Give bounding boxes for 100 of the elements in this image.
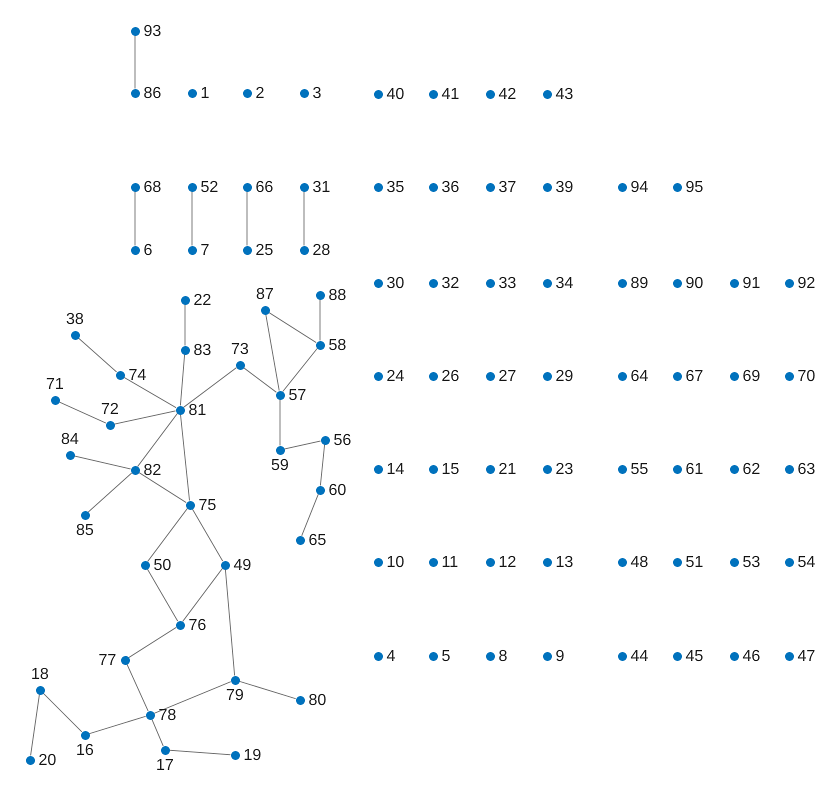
node-label: 48 — [630, 554, 648, 572]
node-dot-icon — [486, 90, 494, 98]
node-label: 31 — [312, 179, 330, 197]
edge-line — [88, 472, 132, 512]
node-dot-icon — [296, 696, 304, 704]
node-label: 79 — [226, 686, 244, 704]
node-dot-icon — [672, 278, 682, 288]
node-label: 33 — [498, 275, 516, 293]
node-label: 35 — [386, 179, 404, 197]
node-label: 9 — [556, 648, 564, 666]
node-dot-icon — [176, 406, 184, 414]
node-dot-icon — [296, 536, 304, 544]
node-dot-icon — [486, 652, 494, 660]
edge-line — [154, 681, 232, 714]
node-dot-icon — [672, 372, 682, 380]
node-dot-icon — [672, 464, 682, 474]
edge-line — [138, 472, 187, 504]
node-label: 42 — [498, 86, 516, 104]
node-dot-icon — [784, 372, 794, 380]
node-dot-icon — [730, 652, 738, 660]
node-dot-icon — [36, 686, 44, 694]
node-label: 4 — [386, 648, 396, 666]
edge-line — [123, 376, 177, 408]
node-dot-icon — [186, 500, 194, 510]
node-dot-icon — [486, 372, 494, 380]
node-dot-icon — [300, 182, 308, 192]
node-dot-icon — [70, 330, 80, 340]
node-label: 18 — [31, 666, 49, 684]
node-dot-icon — [220, 560, 230, 570]
node-dot-icon — [316, 290, 324, 300]
node-dot-icon — [784, 464, 794, 474]
edge-line — [238, 680, 296, 700]
node-dot-icon — [130, 466, 140, 474]
node-label: 52 — [200, 179, 218, 197]
node-label: 28 — [312, 242, 330, 260]
node-dot-icon — [374, 558, 382, 566]
node-label: 66 — [256, 179, 274, 197]
edge-line — [58, 401, 106, 424]
node-label: 2 — [256, 85, 264, 103]
node-dot-icon — [80, 510, 90, 520]
node-label: 7 — [200, 242, 210, 260]
edge-line — [128, 626, 177, 658]
node-dot-icon — [66, 450, 74, 460]
node-dot-icon — [730, 558, 738, 566]
node-dot-icon — [230, 750, 240, 760]
node-label: 12 — [498, 554, 516, 572]
node-dot-icon — [542, 278, 552, 288]
node-label: 85 — [76, 522, 94, 540]
node-dot-icon — [188, 88, 196, 98]
node-dot-icon — [618, 182, 626, 192]
edge-line — [243, 367, 277, 393]
node-label: 78 — [158, 707, 176, 725]
node-label: 22 — [194, 292, 212, 310]
edge-line — [320, 444, 326, 486]
node-label: 10 — [386, 554, 404, 572]
node-label: 39 — [556, 179, 574, 197]
node-dot-icon — [542, 90, 552, 98]
node-dot-icon — [784, 558, 794, 566]
node-dot-icon — [316, 340, 324, 350]
node-dot-icon — [428, 652, 438, 660]
node-label: 26 — [442, 368, 460, 386]
node-label: 34 — [556, 275, 574, 293]
node-label: 53 — [742, 554, 760, 572]
node-dot-icon — [618, 372, 626, 380]
node-dot-icon — [242, 88, 252, 98]
node-dot-icon — [176, 620, 184, 630]
node-label: 63 — [798, 461, 816, 479]
node-dot-icon — [140, 560, 150, 570]
node-dot-icon — [428, 464, 438, 474]
node-dot-icon — [374, 464, 382, 474]
edge-line — [282, 348, 318, 392]
node-label: 70 — [798, 368, 816, 386]
node-dot-icon — [486, 464, 494, 474]
node-dot-icon — [486, 558, 494, 566]
node-label: 44 — [630, 648, 648, 666]
node-label: 36 — [442, 179, 460, 197]
node-label: 19 — [244, 747, 262, 765]
node-dot-icon — [672, 558, 682, 566]
edge-line — [180, 354, 186, 406]
node-label: 6 — [144, 242, 152, 260]
node-dot-icon — [618, 558, 626, 566]
node-dot-icon — [542, 652, 552, 660]
node-dot-icon — [316, 486, 324, 494]
node-label: 1 — [200, 85, 210, 103]
node-dot-icon — [276, 446, 284, 454]
node-label: 17 — [156, 756, 174, 774]
node-label: 38 — [66, 310, 84, 328]
node-label: 80 — [308, 692, 326, 710]
edge-line — [265, 314, 280, 392]
node-dot-icon — [236, 360, 244, 370]
node-label: 82 — [144, 462, 162, 480]
node-label: 88 — [328, 287, 346, 305]
edge-line — [224, 569, 236, 676]
node-label: 94 — [630, 179, 648, 197]
node-dot-icon — [300, 88, 308, 98]
node-dot-icon — [672, 182, 682, 192]
node-label: 86 — [144, 85, 162, 103]
node-dot-icon — [26, 756, 34, 764]
node-label: 90 — [686, 275, 704, 293]
node-dot-icon — [428, 558, 438, 566]
